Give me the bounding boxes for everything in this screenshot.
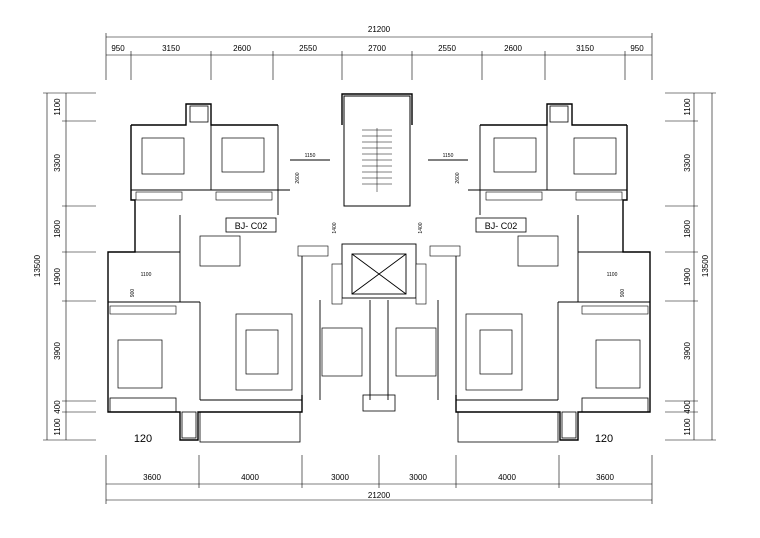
left-seg-7: 1100 [53,418,62,436]
bottom-seg-5: 4000 [498,473,516,482]
left-v-dim: 2600 [295,172,301,183]
wardrobes [109,191,649,315]
right-seg-1: 1100 [683,98,692,116]
top-seg-1: 950 [111,44,125,53]
left-seg-4: 1900 [53,268,62,286]
right-total-dim: 13500 [701,254,710,277]
left-total-dim: 13500 [33,254,42,277]
left-seg-2: 3300 [53,154,62,172]
left-unit-area: 120 [134,433,152,445]
top-seg-8: 3150 [576,44,594,53]
right-v-dim: 2600 [455,172,461,183]
top-seg-3: 2600 [233,44,251,53]
left-seg-1: 1100 [53,98,62,116]
right-dimension-chain [665,92,716,441]
top-seg-7: 2600 [504,44,522,53]
right-seg-2: 3300 [683,154,692,172]
right-seg-3: 1800 [683,220,692,238]
top-seg-6: 2550 [438,44,456,53]
right-unit-code-box [475,217,527,233]
left-wc-dim: 1150 [305,153,316,159]
exterior-walls [107,93,651,441]
bottom-seg-4: 3000 [409,473,427,482]
left-unit-code-box [225,217,277,233]
right-unit-area: 120 [595,433,613,445]
left-toilet-dim: 1100 [141,272,152,278]
top-seg-9: 950 [630,44,644,53]
right-seg-5: 3900 [683,342,692,360]
left-seg-6: 400 [53,400,62,414]
bottom-total-dim: 21200 [368,491,391,500]
top-total-dim: 21200 [368,25,391,34]
left-dimension-chain [43,92,96,441]
right-toilet-dim: 1100 [607,272,618,278]
right-unit-code: BJ- C02 [485,221,518,231]
bottom-seg-1: 3600 [143,473,161,482]
top-seg-2: 3150 [162,44,180,53]
right-corr-dim: 1400 [418,222,424,233]
left-seg-3: 1800 [53,220,62,238]
right-small-900: 900 [620,289,626,298]
left-small-900: 900 [130,289,136,298]
top-seg-5: 2700 [368,44,386,53]
right-seg-6: 400 [683,400,692,414]
top-seg-4: 2550 [299,44,317,53]
interior-walls [108,125,650,401]
left-corr-dim: 1400 [332,222,338,233]
right-seg-7: 1100 [683,418,692,436]
bottom-dimension-chain [105,455,653,504]
bottom-seg-2: 4000 [241,473,259,482]
furniture-beds [117,137,641,389]
right-seg-4: 1900 [683,268,692,286]
right-wc-dim: 1150 [443,153,454,159]
stair-treads [362,128,392,192]
bottom-seg-3: 3000 [331,473,349,482]
balconies [109,105,649,443]
bottom-seg-6: 3600 [596,473,614,482]
left-seg-5: 3900 [53,342,62,360]
left-unit-code: BJ- C02 [235,221,268,231]
top-dimension-chain [105,33,653,80]
furniture-living [199,235,559,391]
